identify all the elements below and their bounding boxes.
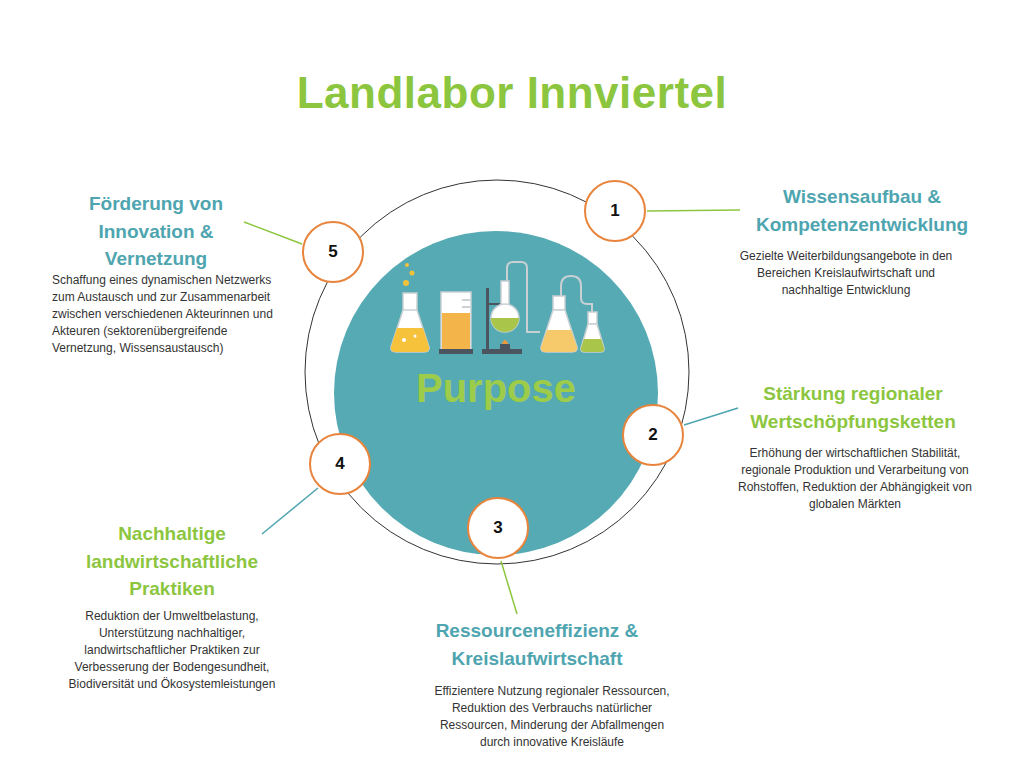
section-heading: Stärkung regionaler Wertschöpfungsketten (728, 380, 978, 435)
bubble (405, 263, 409, 267)
bubble (402, 338, 406, 342)
beaker-liquid (442, 313, 470, 350)
number-circle: 3 (467, 497, 529, 559)
flask-body (541, 310, 577, 352)
stand-clamp (488, 303, 501, 305)
section-heading: Förderung von Innovation & Vernetzung (69, 190, 244, 273)
scale-mark (462, 300, 470, 301)
outer-ring (305, 180, 689, 564)
section-heading: Ressourceneffizienz & Kreislaufwirtschaf… (407, 617, 667, 672)
bubble (403, 280, 409, 286)
section-text: Erhöhung der wirtschaftlichen Stabilität… (733, 445, 978, 513)
glass-tube (561, 276, 592, 312)
beaker-base (439, 349, 473, 354)
beaker-glass (441, 292, 471, 350)
flask-neck (588, 312, 597, 324)
glass-tube (507, 262, 540, 332)
flask-liquid (491, 318, 519, 332)
number-circle: 4 (309, 433, 371, 495)
beaker (439, 292, 473, 354)
flask-neck (553, 296, 565, 310)
callout-number: 4 (335, 454, 344, 474)
section-text: Effizientere Nutzung regionaler Ressourc… (427, 683, 677, 751)
section-heading: Nachhaltige landwirtschaftliche Praktike… (72, 520, 272, 603)
scale-mark (462, 307, 470, 308)
bubble (410, 271, 415, 276)
flask-right (541, 276, 592, 352)
section-heading: Wissensaufbau & Kompetenzentwicklung (742, 183, 982, 238)
stand-with-flask (482, 262, 540, 354)
center-label: Purpose (334, 366, 658, 411)
round-flask (491, 304, 519, 332)
stand-base (482, 349, 522, 354)
number-circle: 5 (302, 221, 364, 283)
leader-line (262, 488, 318, 534)
callout-number: 2 (648, 425, 657, 445)
flask-left (391, 263, 429, 352)
section-text: Reduktion der Umweltbelastung, Unterstüt… (47, 608, 297, 693)
flask-small (581, 312, 604, 352)
section-text: Gezielte Weiterbildungsangebote in den B… (734, 248, 959, 299)
flask-neck (403, 293, 417, 311)
burner-flame (502, 340, 508, 344)
callout-number: 1 (610, 201, 619, 221)
burner (500, 344, 510, 349)
flask-liquid (581, 339, 604, 352)
callout-number: 3 (493, 518, 502, 538)
callout-number: 5 (328, 242, 337, 262)
leader-line (647, 210, 740, 211)
flask-body (391, 310, 429, 352)
flask-neck (501, 281, 509, 306)
section-text: Schaffung eines dynamischen Netzwerks zu… (52, 272, 282, 357)
diagram-title: Landlabor Innviertel (0, 68, 1024, 118)
bubble (414, 335, 417, 338)
stand-pole (486, 288, 489, 350)
flask-body (581, 324, 604, 352)
number-circle: 1 (584, 180, 646, 242)
leader-line (684, 408, 738, 425)
number-circle: 2 (622, 404, 684, 466)
leader-line (501, 561, 517, 614)
leader-line (244, 222, 302, 244)
flask-liquid (391, 328, 429, 352)
flask-liquid (541, 330, 577, 352)
